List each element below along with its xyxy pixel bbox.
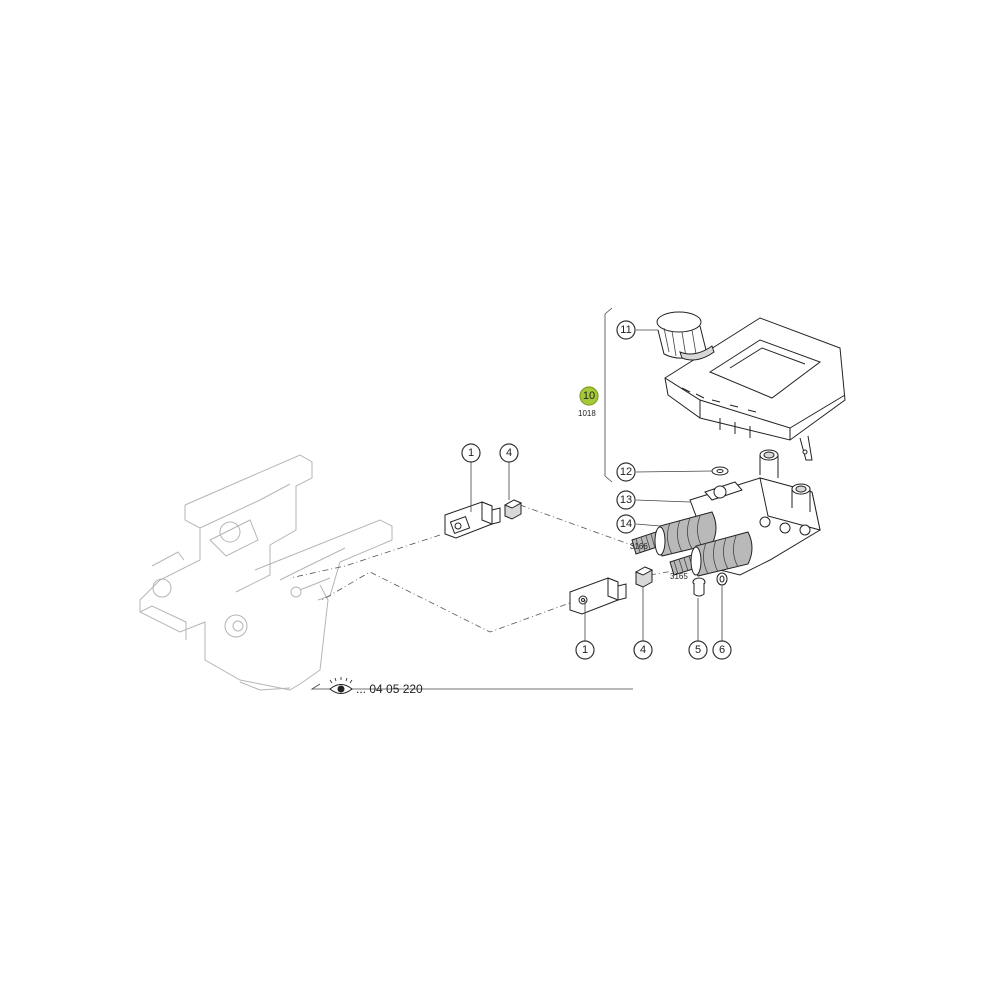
cross-reference[interactable]: ... 04 05 220 [329,677,423,696]
callout-1-upper[interactable]: 1 [461,443,481,463]
callout-number: 4 [506,447,512,459]
callout-number: 1 [582,644,588,656]
callout-number: 4 [640,644,646,656]
washer-12 [711,466,729,476]
callout-number: 1 [468,447,474,459]
assembly-lines [289,504,691,633]
callout-number: 13 [620,494,632,506]
pedal-bracket-ghost [139,454,393,691]
nut-lower [634,566,654,588]
callout-10-highlighted[interactable]: 10 1018 [578,386,599,418]
cross-reference-text: ... 04 05 220 [356,682,423,696]
washer-6 [716,572,728,586]
boot-lower [690,531,753,577]
callout-4-lower[interactable]: 4 [633,640,653,660]
callout-6[interactable]: 6 [712,640,732,660]
eye-icon [329,677,353,694]
callout-1-lower[interactable]: 1 [575,640,595,660]
group-bracket [604,307,613,483]
callout-10-sublabel: 1018 [578,409,596,418]
callout-11[interactable]: 11 [616,320,636,340]
callout-5[interactable]: 5 [688,640,708,660]
callout-number: 10 [583,390,595,402]
callout-4-upper[interactable]: 4 [499,443,519,463]
callout-number: 11 [620,324,631,336]
spring-lower [669,554,697,576]
part-label-3166: 3166 [630,542,648,551]
callout-number: 6 [719,644,725,656]
part-label-3165: 3165 [670,572,688,581]
callout-number: 14 [620,518,632,530]
clevis-upper [444,501,501,539]
callout-13[interactable]: 13 [616,490,636,510]
reservoir-cap [656,311,715,361]
clevis-lower [569,577,627,615]
callout-12[interactable]: 12 [616,462,636,482]
callout-number: 12 [620,466,632,478]
reservoir [664,317,846,461]
nut-upper [503,499,523,520]
callout-14[interactable]: 14 [616,514,636,534]
bolt [692,577,706,597]
callout-number: 5 [695,644,701,656]
leader-lines [310,329,723,690]
